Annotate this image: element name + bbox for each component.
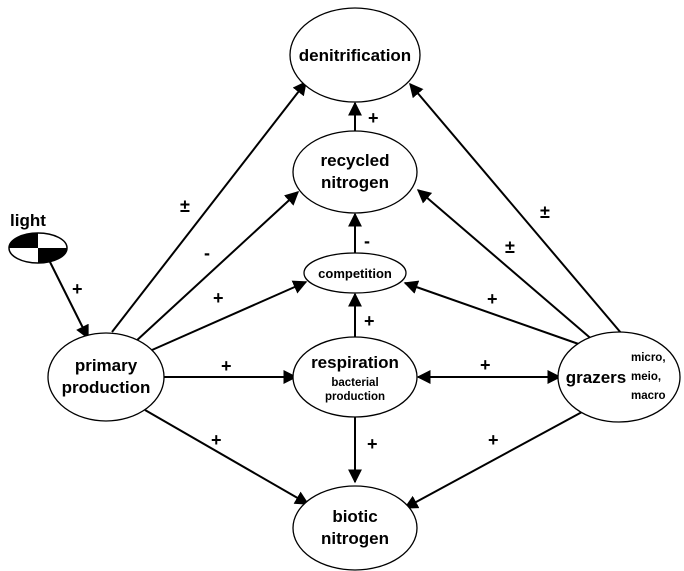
edge-grazers-to-competition	[403, 280, 591, 349]
sign-respiration-grazers: +	[480, 355, 491, 375]
grazers-sub1: micro,	[631, 352, 666, 364]
sign-primary-to-respiration: +	[221, 356, 232, 376]
sign-grazers-to-denitrification: ±	[540, 202, 550, 222]
node-primary-production: primary production	[47, 332, 165, 422]
denitrification-label: denitrification	[299, 46, 411, 65]
edge-primary-to-biotic	[144, 409, 310, 505]
sign-grazers-to-biotic: +	[488, 430, 499, 450]
sign-primary-to-recycled: -	[204, 243, 210, 263]
grazers-sub3: macro	[631, 390, 666, 402]
edge-grazers-to-denitrification	[409, 82, 628, 341]
respiration-line1: respiration	[311, 353, 399, 372]
competition-label: competition	[318, 266, 392, 281]
recycled-nitrogen-line1: recycled	[321, 151, 390, 170]
respiration-line3: production	[325, 391, 385, 403]
biotic-nitrogen-line1: biotic	[332, 507, 377, 526]
sign-light-to-primary: +	[72, 279, 83, 299]
edge-primary-to-denitrification	[111, 80, 307, 333]
edge-light-to-primary	[49, 261, 89, 340]
edge-primary-to-competition	[151, 280, 308, 351]
node-respiration: respiration bacterial production	[292, 336, 418, 418]
edge-primary-to-recycled	[134, 191, 300, 343]
sign-competition-to-recycled: -	[364, 231, 370, 251]
node-grazers: grazers micro, meio, macro	[557, 331, 681, 423]
sign-primary-to-denitrification: ±	[180, 196, 190, 216]
node-biotic-nitrogen: biotic nitrogen	[292, 485, 418, 571]
light-symbol: light	[8, 211, 68, 264]
sign-grazers-to-competition: +	[487, 289, 498, 309]
grazers-label: grazers	[566, 368, 626, 387]
light-label: light	[10, 211, 46, 230]
edge-grazers-to-recycled	[416, 189, 596, 343]
sign-primary-to-competition: +	[213, 288, 224, 308]
node-denitrification: denitrification	[289, 7, 421, 103]
biotic-nitrogen-line2: nitrogen	[321, 529, 389, 548]
respiration-line2: bacterial	[331, 377, 378, 389]
recycled-nitrogen-line2: nitrogen	[321, 173, 389, 192]
sign-primary-to-biotic: +	[211, 430, 222, 450]
sign-grazers-to-recycled: ±	[505, 237, 515, 257]
sign-respiration-to-competition: +	[364, 311, 375, 331]
primary-production-line1: primary	[75, 356, 138, 375]
grazers-sub2: meio,	[631, 371, 661, 383]
primary-production-line2: production	[62, 378, 151, 397]
light-disc-icon	[8, 232, 68, 264]
node-competition: competition	[303, 252, 407, 294]
sign-recycled-to-denitrification: +	[368, 108, 379, 128]
sign-respiration-to-biotic: +	[367, 434, 378, 454]
node-recycled-nitrogen: recycled nitrogen	[292, 130, 418, 214]
edge-grazers-to-biotic	[403, 411, 583, 509]
